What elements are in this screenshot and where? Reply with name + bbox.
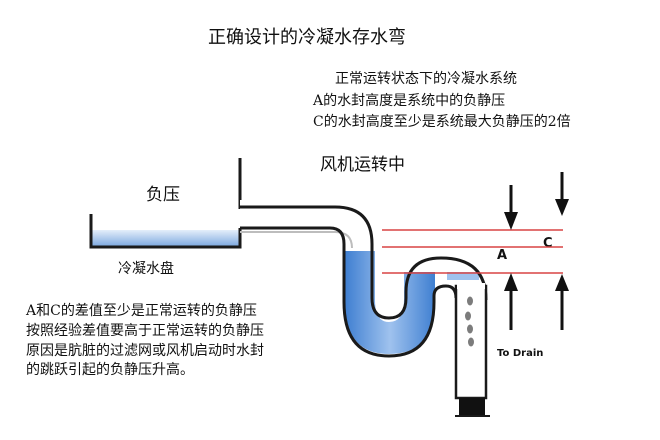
horizontal-pipe-interior xyxy=(240,200,374,248)
pan-water xyxy=(92,230,239,246)
outlet-pipe-cover xyxy=(457,283,485,289)
info-line-3: C的水封高度至少是系统最大负静压的2倍 xyxy=(313,114,571,130)
arrow-c-down xyxy=(555,199,569,216)
condensate-pan xyxy=(89,214,242,249)
note-line-1: A和C的差值至少是正常运转的负静压 xyxy=(26,303,257,319)
arrow-c-up xyxy=(555,274,569,291)
info-line-2: A的水封高度是系统中的负静压 xyxy=(313,93,506,109)
note-line-4: 的跳跃引起的负静压升高。 xyxy=(26,362,194,378)
to-drain-label: To Drain xyxy=(497,348,544,359)
negative-pressure-label: 负压 xyxy=(146,185,180,205)
diagram-title: 正确设计的冷凝水存水弯 xyxy=(208,27,406,48)
note-line-2: 按照经验差值要高于正常运转的负静压 xyxy=(26,323,264,339)
info-line-1: 正常运转状态下的冷凝水系统 xyxy=(335,71,517,87)
arrow-a-up xyxy=(504,273,518,291)
label-a: A xyxy=(497,248,508,263)
drain-plug xyxy=(459,398,485,416)
condensate-pan-label: 冷凝水盘 xyxy=(118,261,174,277)
label-c: C xyxy=(543,236,553,251)
trap-water-left-leg xyxy=(345,251,435,354)
trap-water-right-leg xyxy=(447,272,479,280)
note-line-3: 原因是肮脏的过滤网或风机启动时水封 xyxy=(26,343,264,359)
fan-running-label: 风机运转中 xyxy=(320,155,405,175)
arrow-a-down xyxy=(504,212,518,230)
